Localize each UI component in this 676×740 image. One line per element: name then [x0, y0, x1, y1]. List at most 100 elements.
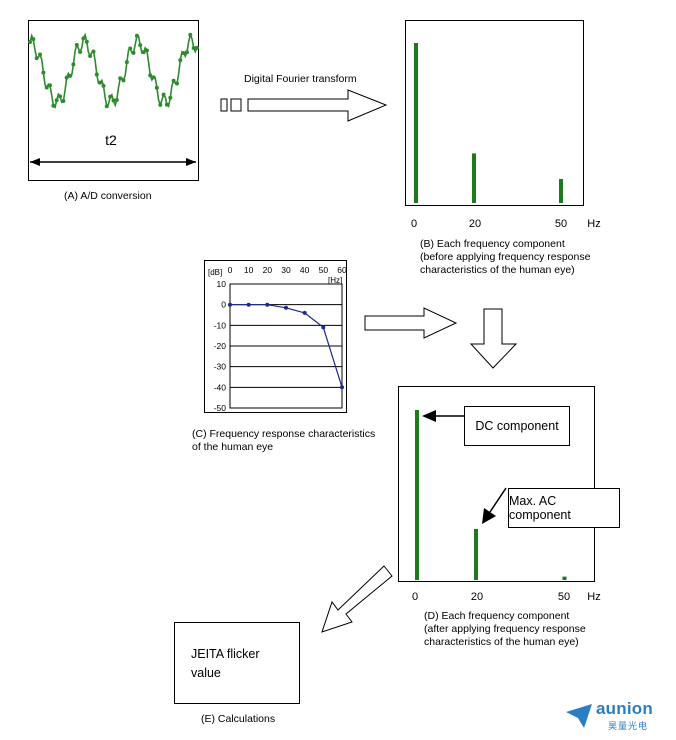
waveform-sample-point — [168, 95, 173, 100]
waveform-sample-point — [71, 62, 76, 67]
flicker-value-line-2: value — [191, 666, 221, 680]
transform-label: Digital Fourier transform — [244, 73, 357, 85]
waveform-sample-point — [131, 50, 136, 55]
waveform-sample-point — [98, 80, 103, 85]
waveform-sample-point — [61, 99, 66, 103]
ac-callout-head — [482, 508, 496, 524]
waveform-sample-point — [134, 33, 139, 38]
waveform-sample-point — [121, 78, 126, 83]
waveform-sample-point — [74, 43, 79, 47]
axis-unit: Hz — [587, 218, 600, 230]
waveform-sample-point — [158, 102, 163, 107]
waveform-sample-point — [64, 75, 69, 80]
waveform-sample-point — [151, 75, 156, 80]
spectrum-before-panel: 0 20 50 Hz — [405, 20, 601, 230]
waveform-sample-point — [175, 81, 179, 86]
waveform-sample-point — [81, 36, 86, 41]
arrow-body — [247, 89, 388, 122]
waveform-sample-point — [28, 40, 32, 44]
x-tick-label: 50 — [319, 265, 329, 275]
axis-unit: Hz — [587, 591, 600, 603]
waveform-sample-point — [34, 56, 39, 61]
waveform-sample-point — [178, 58, 183, 63]
waveform-sample-point — [48, 83, 52, 88]
waveform-panel: t2 — [28, 20, 199, 181]
waveform-sample-point — [118, 76, 123, 81]
axis-label-20: 20 — [469, 218, 481, 230]
y-tick-label: 10 — [217, 279, 227, 289]
y-tick-label: -30 — [214, 362, 227, 372]
waveform-sample-point — [138, 43, 143, 48]
waveform-sample-point — [141, 50, 146, 55]
waveform-sample-point — [68, 73, 73, 78]
waveform-sample-point — [124, 60, 129, 65]
transform-arrow — [220, 89, 388, 122]
axis-label-50: 50 — [555, 218, 567, 230]
span-arrow-left-head — [30, 158, 40, 166]
x-tick-label: 10 — [244, 265, 254, 275]
caption-d: (D) Each frequency component (after appl… — [424, 610, 586, 648]
waveform-sample-point — [84, 39, 89, 44]
flicker-value-box: JEITA flicker value — [174, 622, 300, 704]
x-tick-label: 0 — [228, 265, 233, 275]
response-point — [321, 325, 326, 330]
span-label: t2 — [105, 132, 117, 148]
dc-component-label: DC component — [464, 406, 570, 446]
arrow-tail-block-2 — [230, 98, 242, 112]
logo-subtitle: 昊量光电 — [608, 721, 649, 731]
max-ac-component-label: Max. AC component — [508, 488, 620, 528]
waveform-sample-point — [164, 102, 169, 107]
waveform-sample-point — [91, 49, 96, 54]
flicker-value-line-1: JEITA flicker — [191, 647, 260, 661]
dc-callout-head — [422, 410, 436, 422]
x-tick-label: 20 — [263, 265, 273, 275]
waveform-sample-point — [54, 98, 59, 103]
caption-a: (A) A/D conversion — [64, 190, 152, 202]
frequency-bar-50hz — [562, 576, 567, 580]
frequency-bar-50hz — [559, 179, 563, 203]
frequency-bar-0hz — [414, 43, 418, 203]
waveform-sample-point — [88, 54, 93, 58]
frequency-bar-0hz — [415, 410, 419, 580]
x-unit-label: [Hz] — [328, 276, 342, 285]
waveform-sample-point — [185, 50, 189, 55]
frequency-bar-20hz — [472, 153, 476, 203]
waveform-sample-point — [128, 46, 133, 51]
result-arrow — [321, 565, 393, 633]
waveform-sample-point — [108, 94, 113, 99]
y-tick-label: -50 — [214, 403, 227, 413]
response-point — [284, 305, 288, 310]
waveform-sample-point — [191, 46, 196, 50]
response-point — [228, 302, 232, 307]
waveform-sample-point — [144, 48, 149, 53]
caption-e: (E) Calculations — [201, 713, 276, 725]
waveform-samples — [28, 32, 199, 109]
waveform-sample-point — [44, 85, 49, 90]
waveform-sample-point — [58, 94, 63, 99]
logo-mark-icon — [566, 704, 592, 728]
arrow-tail-block-1 — [220, 98, 228, 112]
ac-callout-line — [489, 487, 507, 513]
span-arrow-right-head — [186, 158, 196, 166]
waveform-sample-point — [181, 51, 186, 56]
waveform-sample-point — [188, 32, 193, 37]
y-tick-label: -10 — [214, 320, 227, 330]
axis-label-0: 0 — [412, 591, 418, 603]
caption-b: (B) Each frequency component (before app… — [420, 238, 591, 276]
waveform-sample-point — [94, 72, 99, 77]
caption-c: (C) Frequency response characteristics o… — [192, 428, 376, 453]
waveform-sample-point — [171, 78, 176, 83]
y-tick-label: 0 — [221, 300, 226, 310]
y-tick-label: -20 — [214, 341, 227, 351]
waveform-sample-point — [161, 92, 166, 97]
axis-label-50: 50 — [558, 591, 570, 603]
y-tick-label: -40 — [214, 382, 227, 392]
waveform-sample-point — [38, 52, 42, 57]
waveform-sample-point — [195, 45, 199, 50]
logo-name: aunion — [596, 699, 653, 718]
apply-arrow — [364, 307, 458, 339]
axis-label-0: 0 — [411, 218, 417, 230]
waveform-sample-point — [78, 50, 83, 54]
